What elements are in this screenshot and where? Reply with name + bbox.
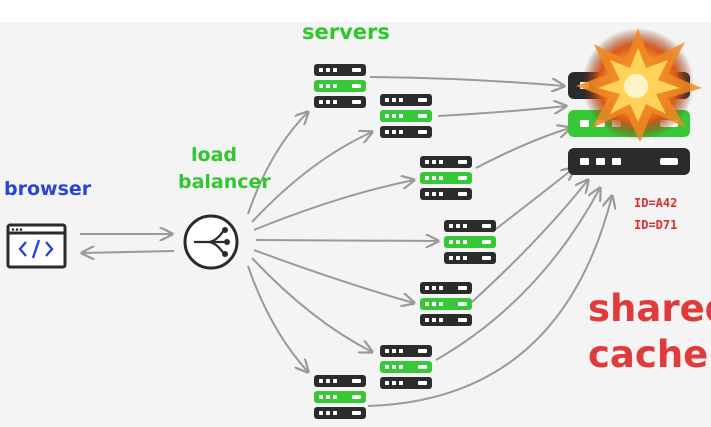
explosion-icon [576,28,702,142]
server-rack-icon [420,282,472,326]
cache-id-1: ID=A42 [634,196,678,210]
top-strip [0,0,711,22]
browser-label: browser [4,178,92,200]
server-rack-icon [314,375,366,419]
servers-label: servers [302,20,390,44]
load-balancer-label-line2: balancer [178,171,271,193]
code-window-icon [6,223,67,269]
split-arrow-icon [183,214,239,270]
server-rack-icon [444,220,496,264]
shared-cache-label: shared cache [588,286,711,378]
load-balancer-label-line1: load [191,144,237,166]
servers-group [314,64,496,419]
server-rack-icon [380,345,432,389]
server-cache-arrows [367,76,612,407]
server-rack-icon [314,64,366,108]
load-balancer-label: load balancer [178,142,271,196]
shared-cache-line2: cache [588,333,709,376]
lb-server-arrows [247,112,438,372]
server-rack-icon [420,156,472,200]
server-rack-icon [380,94,432,138]
shared-cache-line1: shared [588,287,711,330]
cache-id-2: ID=D71 [634,218,678,232]
browser-lb-arrows [80,234,175,253]
